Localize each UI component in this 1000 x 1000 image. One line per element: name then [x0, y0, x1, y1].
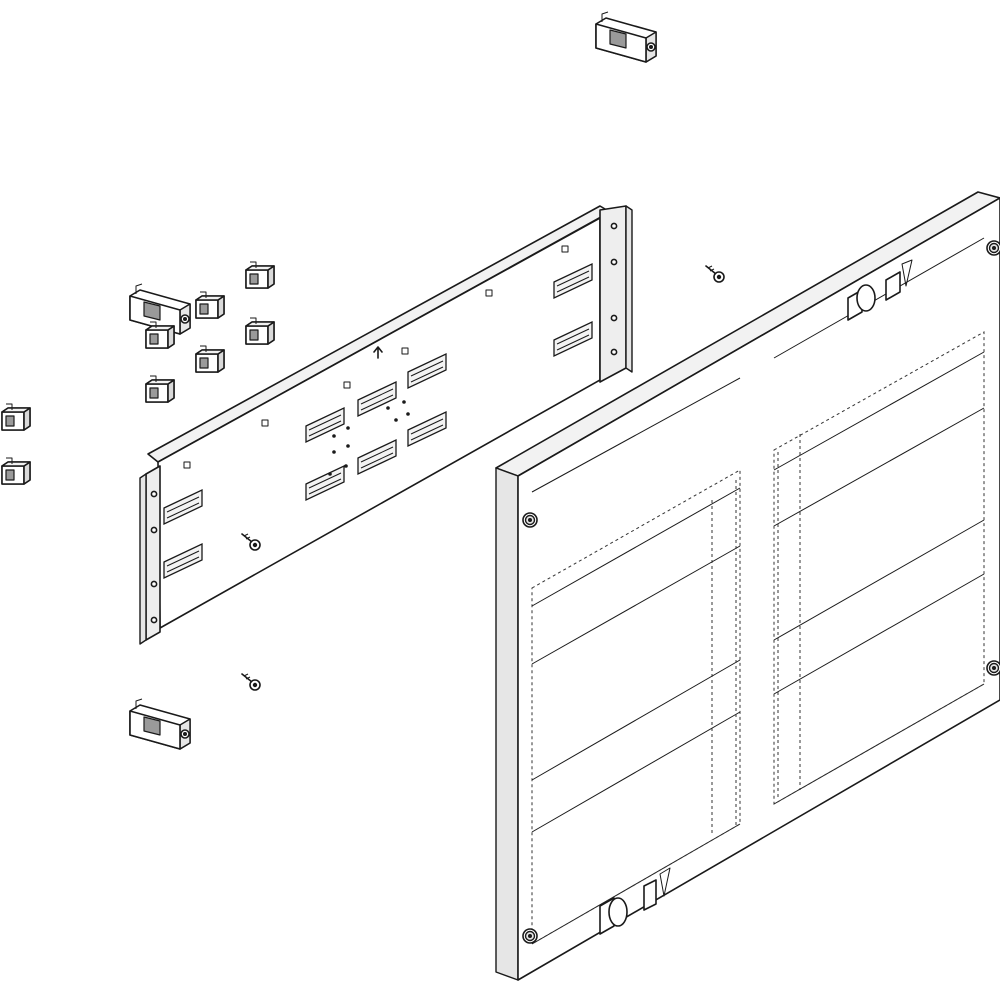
cover-panel — [495, 191, 1000, 981]
top-rail-bracket — [595, 11, 657, 63]
mounting-plate — [139, 205, 633, 645]
hinge-bottom — [599, 867, 671, 935]
bottom-rail-bracket — [129, 698, 191, 750]
hinge-top — [847, 259, 913, 321]
